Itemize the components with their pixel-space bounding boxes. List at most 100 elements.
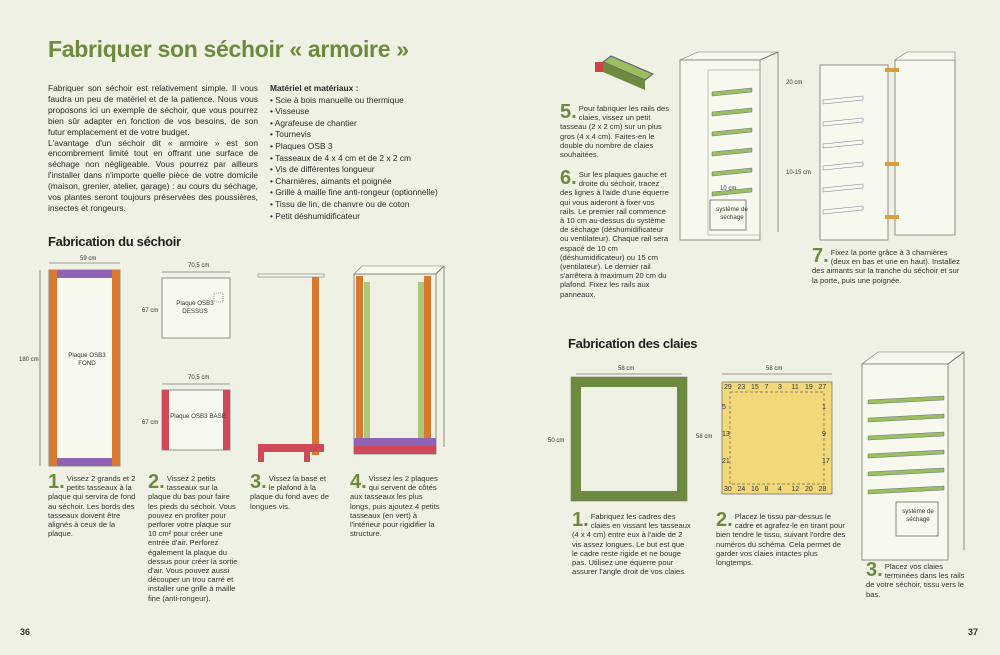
staple-number: 20 xyxy=(805,486,813,493)
claie-step-3-number: 3. xyxy=(866,559,883,581)
materials-list: Matériel et matériaux : Scie à bois manu… xyxy=(270,83,440,222)
rail xyxy=(822,139,864,149)
staple-number: 28 xyxy=(818,486,827,493)
material-item: Vis de différentes longueur xyxy=(270,164,440,176)
rail xyxy=(711,147,753,157)
staple-number: 15 xyxy=(751,384,759,391)
dim-base-height: 67 cm xyxy=(142,420,159,426)
step-7: 7.Fixez la porte grâce à 3 charnières (d… xyxy=(812,245,962,285)
step-2-number: 2. xyxy=(148,471,165,493)
label-base-plate: Plaque OSB3 BASE xyxy=(170,413,226,420)
step-1: 1.Vissez 2 grands et 2 petits tasseaux à… xyxy=(48,471,136,539)
step-3-number: 3. xyxy=(250,471,267,493)
step-6-number: 6. xyxy=(560,167,577,189)
materials-heading: Matériel et matériaux : xyxy=(270,83,359,93)
rail xyxy=(822,95,864,105)
page-number-right: 37 xyxy=(968,627,979,637)
step-1-text: Vissez 2 grands et 2 petits tasseaux à l… xyxy=(48,474,136,539)
diagram-back-plate xyxy=(39,262,121,467)
diagram-top-plate xyxy=(161,271,231,339)
staple-number: 16 xyxy=(751,486,759,493)
intro-paragraph-1: Fabriquer son séchoir est relativement s… xyxy=(48,83,258,137)
dim-frame-height: 50 cm xyxy=(548,438,565,444)
step-5-number: 5. xyxy=(560,101,577,123)
material-item: Tissu de lin, de chanvre ou de coton xyxy=(270,199,440,211)
step-7-text: Fixez la porte grâce à 3 charnières (deu… xyxy=(812,248,960,285)
diagram-rail xyxy=(595,55,654,90)
claie-step-2-text: Placez le tissu par-dessus le cadre et a… xyxy=(716,512,846,568)
step-2-text: Vissez 2 petits tasseaux sur la plaque d… xyxy=(148,474,238,603)
material-item: Plaques OSB 3 xyxy=(270,141,440,153)
diagram-fabric xyxy=(721,373,833,495)
step-3: 3.Vissez la base et le plafond à la plaq… xyxy=(250,471,332,511)
page-title: Fabriquer son séchoir « armoire » xyxy=(48,36,409,62)
staple-number: 11 xyxy=(791,384,799,391)
rail xyxy=(822,161,864,171)
staple-number: 21 xyxy=(722,458,730,465)
staple-number: 3 xyxy=(778,384,782,391)
staple-number: 30 xyxy=(724,486,732,493)
staple-number: 29 xyxy=(724,384,732,391)
step-7-number: 7. xyxy=(812,245,829,267)
dim-back-height: 180 cm xyxy=(19,357,39,363)
dim-cabinet-bottom: 10 cm xyxy=(720,186,737,192)
step-4-number: 4. xyxy=(350,471,367,493)
rail xyxy=(822,117,864,127)
staple-number: 7 xyxy=(764,384,769,391)
staple-number: 5 xyxy=(722,404,726,411)
material-item: Petit déshumidificateur xyxy=(270,211,440,223)
diagram-frame xyxy=(570,373,688,502)
staple-number: 1 xyxy=(822,404,826,411)
step-4-text: Vissez les 2 plaques qui servent de côté… xyxy=(350,474,440,539)
section-title-sechoir: Fabrication du séchoir xyxy=(48,234,181,249)
label-cabinet-box: système de séchage xyxy=(716,206,748,221)
staple-number: 9 xyxy=(822,431,826,438)
staple-number: 23 xyxy=(737,384,746,391)
staple-number: 8 xyxy=(764,486,769,493)
material-item: Charnières, aimants et poignée xyxy=(270,176,440,188)
staple-number: 27 xyxy=(818,384,827,391)
dim-cabinet-top: 20 cm xyxy=(786,80,803,86)
rail xyxy=(867,395,945,405)
intro-text: Fabriquer son séchoir est relativement s… xyxy=(48,83,258,214)
dim-top-height: 67 cm xyxy=(142,308,159,314)
dim-fabric-width: 58 cm xyxy=(766,366,783,372)
label-rack-box: système de séchage xyxy=(902,508,934,523)
material-item: Tasseaux de 4 x 4 cm et de 2 x 2 cm xyxy=(270,153,440,165)
step-6: 6.Sur les plaques gauche et droite du sé… xyxy=(560,167,672,299)
dim-top-width: 70,5 cm xyxy=(188,263,210,269)
dim-base-width: 70,5 cm xyxy=(188,375,210,381)
rail xyxy=(822,205,864,215)
label-back-plate: Plaque OSB3 FOND xyxy=(68,352,106,367)
claie-step-1-number: 1. xyxy=(572,509,589,531)
claie-step-2: 2.Placez le tissu par-dessus le cadre et… xyxy=(716,509,846,568)
claie-step-1: 1.Fabriquez les cadres des claies en vis… xyxy=(572,509,692,577)
section-title-claies: Fabrication des claies xyxy=(568,336,698,351)
materials-items: Scie à bois manuelle ou thermiqueVisseus… xyxy=(270,95,440,223)
diagram-cabinet-door xyxy=(819,51,956,241)
material-item: Agrafeuse de chantier xyxy=(270,118,440,130)
staple-number: 24 xyxy=(737,486,746,493)
step-1-number: 1. xyxy=(48,471,65,493)
intro-paragraph-2: L'avantage d'un séchoir dit « armoire » … xyxy=(48,137,258,213)
claie-step-2-number: 2. xyxy=(716,509,733,531)
rail xyxy=(711,107,753,117)
diagram-side-assembly xyxy=(257,273,325,462)
dim-frame-width: 58 cm xyxy=(618,366,635,372)
diagram-base-plate xyxy=(161,383,231,451)
material-item: Grille à maille fine anti-rongeur (optio… xyxy=(270,187,440,199)
rail xyxy=(822,183,864,193)
step-4: 4.Vissez les 2 plaques qui servent de cô… xyxy=(350,471,442,539)
rail xyxy=(867,431,945,441)
diagram-carcass xyxy=(353,265,445,455)
dim-cabinet-spacing: 10-15 cm xyxy=(786,170,812,176)
diagram-cabinet-rails xyxy=(679,51,779,241)
staple-number: 12 xyxy=(791,486,800,493)
diagram-rack-cabinet xyxy=(861,351,965,561)
rail xyxy=(711,127,753,137)
staple-number: 17 xyxy=(822,458,830,465)
step-5: 5.Pour fabriquer les rails des claies, v… xyxy=(560,101,670,159)
rail xyxy=(711,87,753,97)
claie-step-1-text: Fabriquez les cadres des claies en vissa… xyxy=(572,512,691,577)
